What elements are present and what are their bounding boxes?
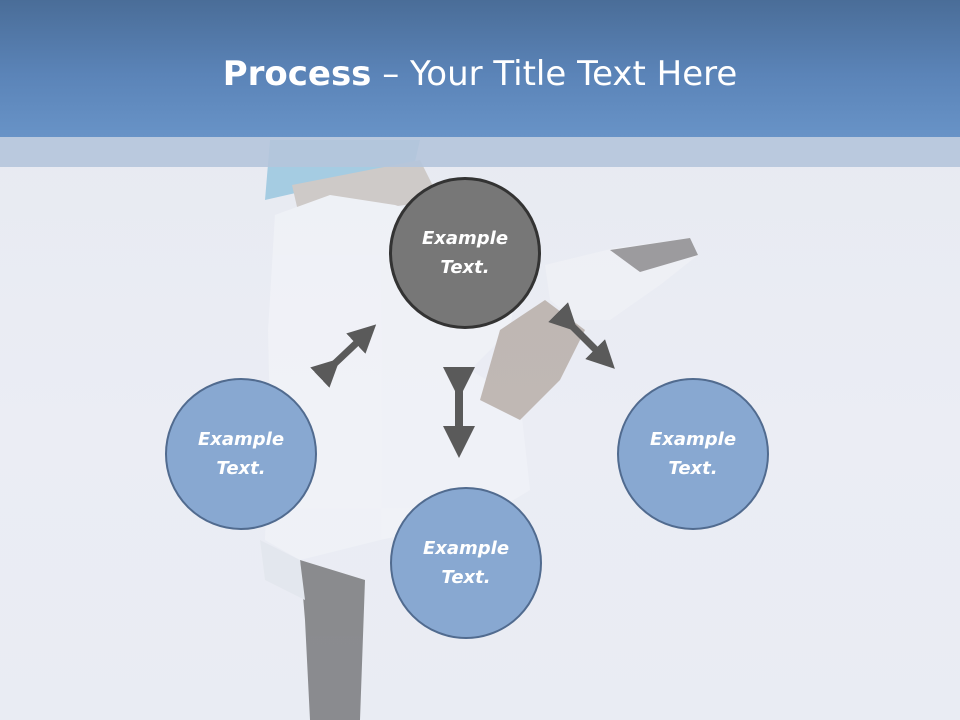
node-right: Example Text. <box>617 378 769 530</box>
slide-title: Process – Your Title Text Here <box>0 50 960 98</box>
node-left-label: Example Text. <box>197 429 285 479</box>
node-top-label: Example Text. <box>421 228 509 278</box>
node-bottom-label: Example Text. <box>422 538 510 588</box>
header-band <box>0 137 960 167</box>
double-arrow-top-left <box>310 324 377 388</box>
node-bottom: Example Text. <box>390 487 542 639</box>
title-bold: Process <box>222 54 372 94</box>
header-bar <box>0 0 960 137</box>
node-top: Example Text. <box>389 177 541 329</box>
double-arrow-top-right <box>548 302 615 369</box>
title-rest: – Your Title Text Here <box>371 54 738 94</box>
node-left: Example Text. <box>165 378 317 530</box>
node-right-label: Example Text. <box>649 429 737 479</box>
